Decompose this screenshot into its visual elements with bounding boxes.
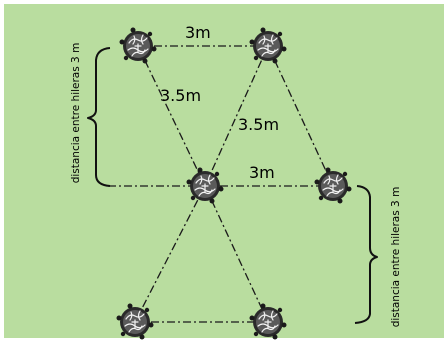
row-distance-left-label: distancia entre hileras 3 m [70,43,82,184]
middle-spacing-label: 3m [249,163,275,182]
right-row-bracket [354,185,378,324]
diagonal-right-lower [204,185,269,323]
top-spacing-label: 3m [185,23,211,42]
diagonal-left-label: 3.5m [160,86,201,105]
diagonal-left-lower [134,185,206,323]
row-distance-brackets [87,47,378,324]
diagonal-left-upper [137,45,206,187]
row-distance-right-label: distancia entre hileras 3 m [390,187,402,328]
diagonal-center-upper [204,45,269,187]
left-row-bracket [87,47,111,187]
diagonal-right-upper [267,45,334,187]
diagonal-right-label: 3.5m [238,115,279,134]
spacing-lines [108,45,334,323]
